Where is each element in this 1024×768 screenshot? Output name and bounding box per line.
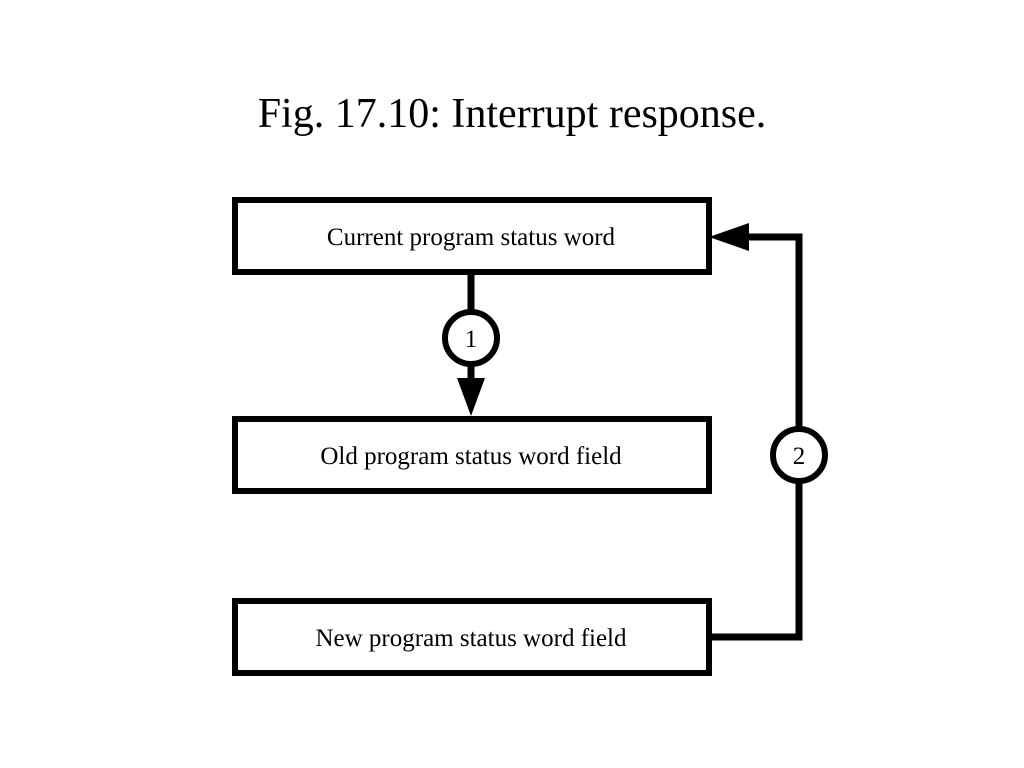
step-2-marker xyxy=(770,426,828,484)
old-psw-field-box-frame xyxy=(232,416,712,494)
step-1-arrowhead xyxy=(457,378,485,416)
step-2-number: 2 xyxy=(793,443,806,470)
current-psw-label: Current program status word xyxy=(327,224,616,251)
figure-title: Fig. 17.10: Interrupt response. xyxy=(257,91,767,137)
step-2-arrow-upper-line xyxy=(745,233,803,429)
new-psw-field-box: New program status word field xyxy=(232,598,712,676)
old-psw-field-label: Old program status word field xyxy=(320,443,622,470)
step-1-arrow: 1 xyxy=(442,275,500,416)
step-1-number: 1 xyxy=(465,326,478,353)
current-psw-box: Current program status word xyxy=(232,197,712,275)
step-1-marker xyxy=(442,309,500,367)
step-2-arrow-lower-line xyxy=(709,482,803,641)
step-2-arrowhead xyxy=(709,223,749,251)
step-2-arrow: 2 xyxy=(709,223,828,641)
new-psw-field-box-frame xyxy=(232,598,712,676)
old-psw-field-box: Old program status word field xyxy=(232,416,712,494)
current-psw-box-frame xyxy=(232,197,712,275)
new-psw-field-label: New program status word field xyxy=(315,625,627,652)
